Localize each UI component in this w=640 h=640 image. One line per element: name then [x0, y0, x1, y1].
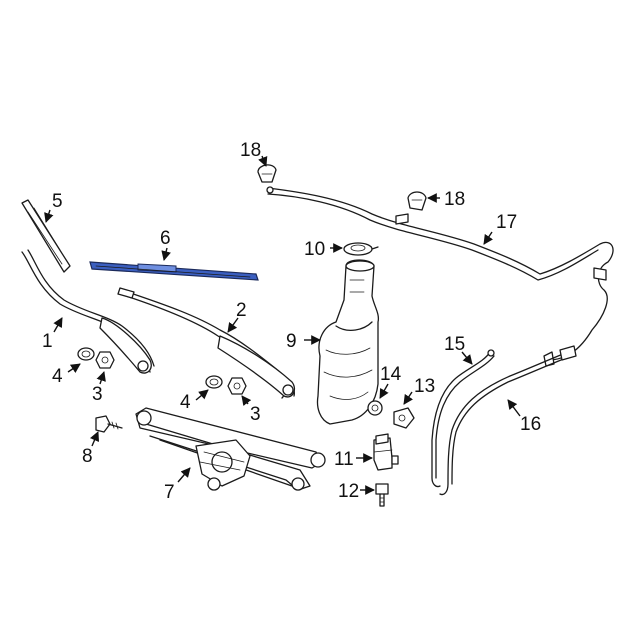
callout-1: 1 — [42, 331, 53, 352]
callout-18-top: 18 — [240, 140, 261, 161]
part-9-washer-reservoir[interactable] — [316, 259, 380, 425]
part-18-nozzle-top[interactable] — [257, 164, 277, 183]
callout-2: 2 — [236, 300, 247, 321]
callout-18-right: 18 — [444, 189, 465, 210]
part-14-grommet[interactable] — [367, 400, 383, 416]
part-3-nut-right[interactable] — [227, 377, 247, 395]
callout-10: 10 — [304, 239, 325, 260]
part-6-wiper-blade[interactable] — [89, 261, 259, 281]
part-4-cap-right[interactable] — [205, 375, 223, 389]
part-15-washer-hose[interactable] — [431, 349, 495, 488]
callout-11: 11 — [334, 449, 354, 470]
part-13-level-sensor[interactable] — [393, 407, 415, 429]
callout-3-left: 3 — [92, 384, 103, 405]
part-5-arm-cover[interactable] — [21, 199, 71, 273]
part-1-left-wiper-arm[interactable] — [21, 249, 155, 374]
callout-7: 7 — [164, 482, 175, 503]
part-7-wiper-linkage-motor[interactable] — [135, 407, 326, 491]
part-18-nozzle-right[interactable] — [407, 191, 427, 211]
callout-labels: 5 1 6 2 4 3 4 3 8 7 18 18 17 10 9 14 13 … — [42, 140, 541, 503]
part-11-washer-pump[interactable] — [373, 433, 399, 471]
callout-13: 13 — [414, 376, 435, 397]
part-3-nut-left[interactable] — [95, 351, 115, 369]
part-16-washer-hose[interactable] — [439, 345, 577, 496]
callout-17: 17 — [496, 212, 517, 233]
callout-6: 6 — [160, 228, 171, 249]
callout-3-right: 3 — [250, 404, 261, 425]
part-2-right-wiper-arm[interactable] — [117, 287, 296, 399]
callout-14: 14 — [380, 364, 402, 385]
callout-16: 16 — [520, 414, 541, 435]
part-17-washer-hose[interactable] — [266, 186, 614, 367]
callout-4-left: 4 — [52, 366, 63, 387]
part-10-reservoir-cap[interactable] — [343, 242, 379, 256]
part-8-bolt[interactable] — [95, 415, 123, 433]
part-4-cap-left[interactable] — [77, 347, 95, 361]
callout-5: 5 — [52, 191, 63, 212]
callout-12: 12 — [338, 481, 359, 502]
callout-15: 15 — [444, 334, 465, 355]
part-12-screw[interactable] — [375, 483, 389, 507]
callout-4-right: 4 — [180, 392, 191, 413]
leader-lines — [44, 155, 521, 495]
callout-9: 9 — [286, 331, 297, 352]
callout-8: 8 — [82, 446, 93, 467]
